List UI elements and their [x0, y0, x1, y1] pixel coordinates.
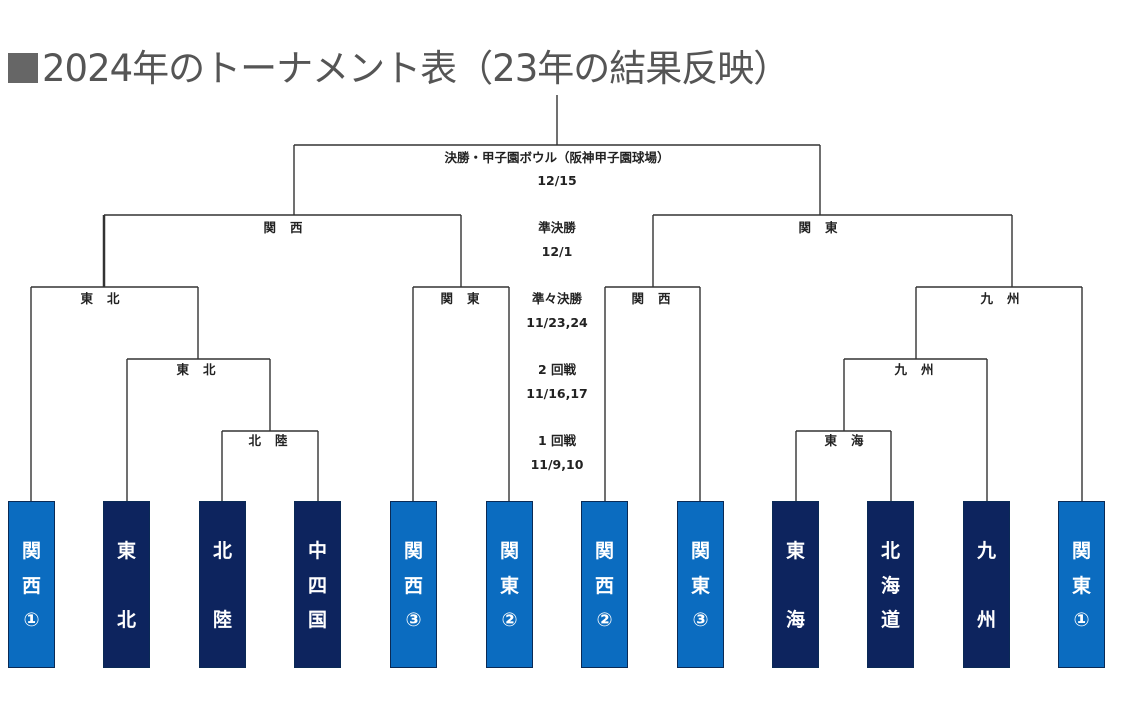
winner-r1-right: 東海	[824, 433, 877, 448]
semi-label: 準決勝	[538, 220, 576, 235]
second-label: 2 回戦	[538, 362, 577, 377]
team-name-char: 道	[880, 609, 900, 631]
team-name-char: 関	[403, 540, 423, 562]
team-box: 関西 ③	[390, 501, 437, 668]
team-name-char: ②	[501, 609, 518, 631]
team-box: 東海	[772, 501, 819, 668]
team-box: 北海道	[867, 501, 914, 668]
team-box: 関西 ①	[8, 501, 55, 668]
team-box: 東北	[103, 501, 150, 668]
team-name-char: 北	[880, 540, 900, 562]
winner-qf3: 関西	[631, 291, 684, 306]
team-name-char: 北	[212, 540, 232, 562]
team-name-char: 西	[403, 574, 423, 597]
team-box: 関東 ②	[486, 501, 533, 668]
team-name-char: 東	[690, 574, 710, 597]
team-box: 北陸	[199, 501, 246, 668]
team-name-char: ③	[405, 609, 422, 631]
quarter-date: 11/23,24	[526, 315, 588, 330]
team-name-char: ①	[23, 609, 40, 631]
team-name-char: 西	[21, 574, 41, 597]
team-name-char: 関	[1071, 540, 1091, 562]
team-name-char: 関	[21, 540, 41, 562]
team-name-char: 東	[116, 540, 136, 562]
winner-r2-left: 東北	[176, 362, 229, 377]
winner-qf1: 東北	[80, 291, 133, 306]
team-name-char: 陸	[212, 609, 232, 631]
final-date: 12/15	[537, 173, 576, 188]
team-name-char: 東	[1071, 574, 1091, 597]
team-box: 九州	[963, 501, 1010, 668]
team-name-char: 東	[785, 540, 805, 562]
team-name-char: 関	[594, 540, 614, 562]
page-title: 2024年のトーナメント表（23年の結果反映）	[8, 38, 790, 92]
first-date: 11/9,10	[531, 457, 584, 472]
square-bullet-icon	[8, 53, 38, 83]
team-name-char: 西	[594, 574, 614, 597]
winner-qf4: 九州	[979, 291, 1033, 306]
team-name-char: 中	[307, 540, 327, 562]
team-box: 関東 ①	[1058, 501, 1105, 668]
team-name-char: ②	[596, 609, 613, 631]
team-name-char: ③	[692, 609, 709, 631]
team-name-char: 関	[690, 540, 710, 562]
winner-semi-right: 関東	[798, 220, 851, 235]
team-name-char: 州	[976, 609, 996, 631]
second-date: 11/16,17	[526, 386, 588, 401]
semi-date: 12/1	[542, 244, 573, 259]
team-name-char: 東	[499, 574, 519, 597]
final-label: 決勝・甲子園ボウル（阪神甲子園球場）	[444, 150, 669, 165]
team-name-char: 海	[785, 609, 805, 631]
first-label: 1 回戦	[538, 433, 577, 448]
quarter-label: 準々決勝	[532, 291, 583, 306]
team-name-char: 北	[116, 609, 136, 631]
team-name-char: 海	[880, 574, 900, 597]
title-text: 2024年のトーナメント表（23年の結果反映）	[42, 47, 790, 90]
winner-semi-left: 関西	[263, 220, 316, 235]
team-box: 中四国	[294, 501, 341, 668]
team-box: 関西 ②	[581, 501, 628, 668]
team-name-char: ①	[1073, 609, 1090, 631]
team-box: 関東 ③	[677, 501, 724, 668]
team-name-char: 関	[499, 540, 519, 562]
team-name-char: 四	[307, 574, 327, 597]
winner-r2-right: 九州	[893, 362, 947, 377]
team-name-char: 九	[976, 540, 996, 562]
winner-r1-left: 北陸	[248, 433, 301, 448]
winner-qf2: 関東	[440, 291, 493, 306]
team-name-char: 国	[307, 609, 327, 631]
